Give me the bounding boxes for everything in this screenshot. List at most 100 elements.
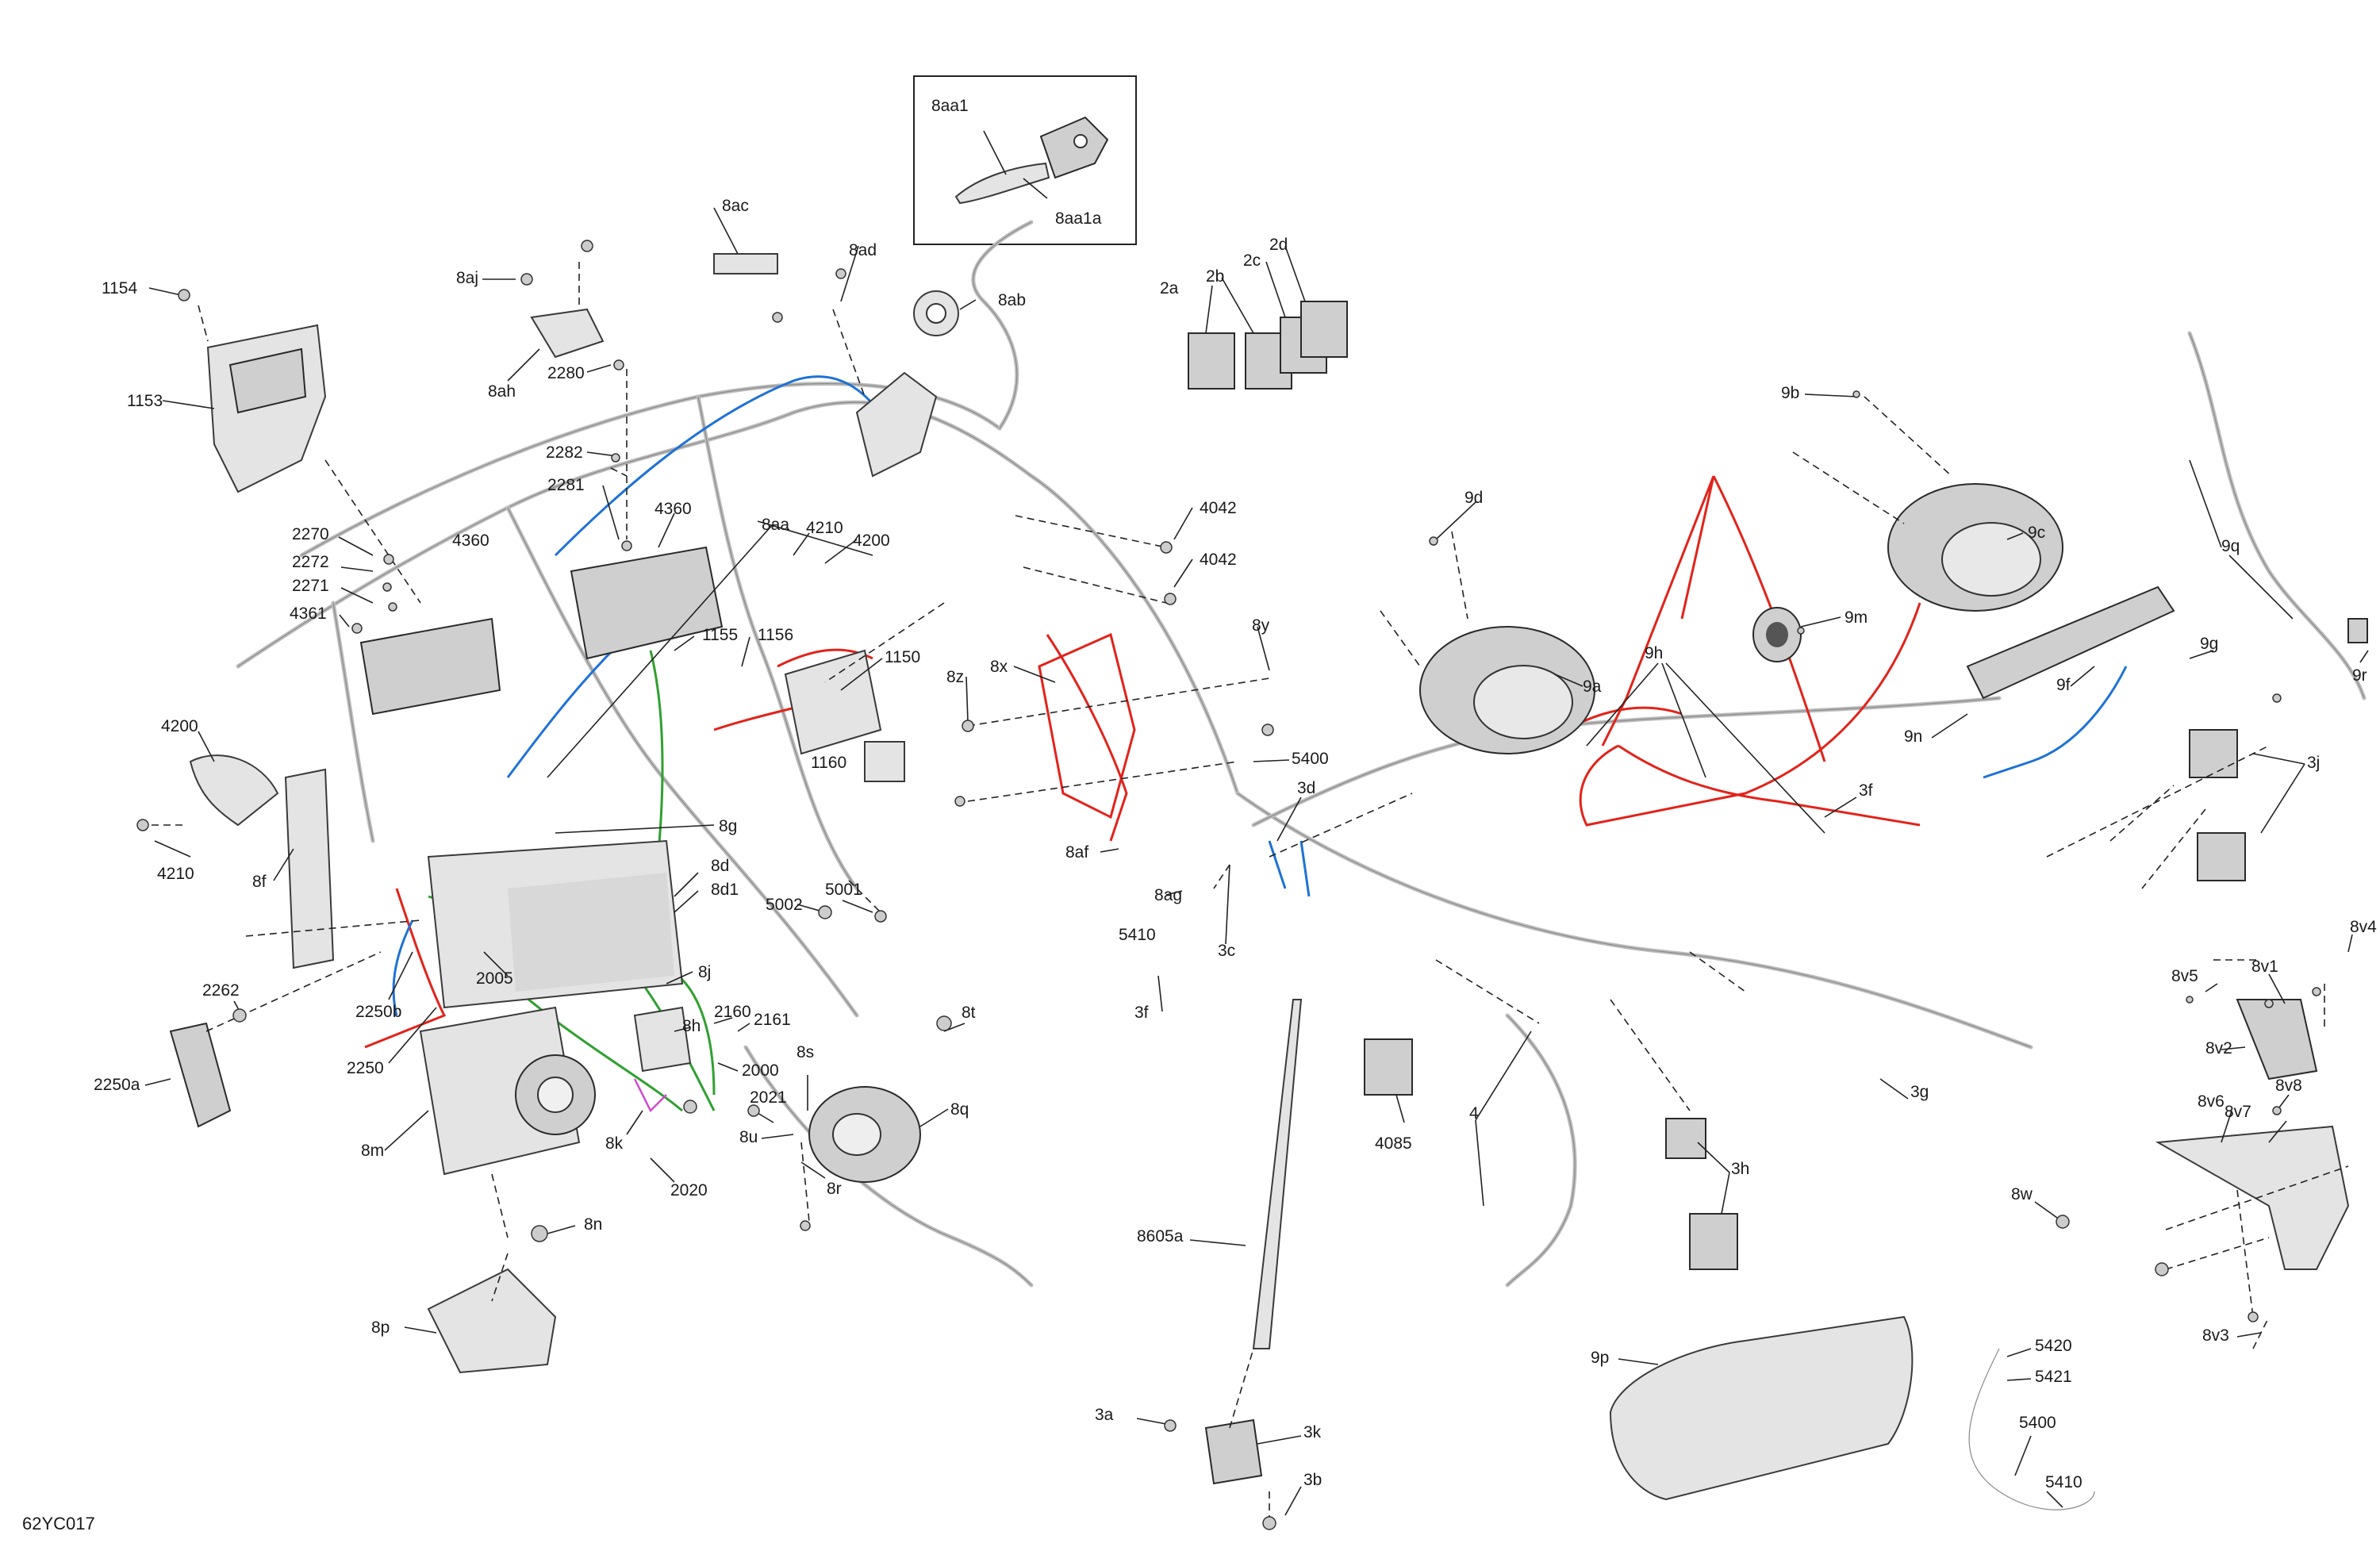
- label-1160: 1160: [811, 754, 846, 772]
- label-4360: 4360: [654, 500, 692, 518]
- label-2250: 2250: [347, 1059, 384, 1077]
- label-8d1: 8d1: [711, 881, 739, 899]
- mount-8p: [427, 1268, 557, 1374]
- label-9c: 9c: [2028, 524, 2045, 542]
- label-3d: 3d: [1297, 779, 1315, 797]
- label-2270: 2270: [292, 525, 329, 543]
- bracket-8v6: [2155, 1125, 2350, 1270]
- label-9h: 9h: [1645, 644, 1663, 662]
- label-1156: 1156: [758, 626, 793, 644]
- label-8j: 8j: [698, 963, 711, 981]
- label-3c: 3c: [1218, 942, 1235, 960]
- label-2250b: 2250b: [355, 1003, 401, 1021]
- key-icon: [954, 116, 1109, 205]
- label-8ag: 8ag: [1154, 886, 1182, 904]
- label-9b: 9b: [1781, 384, 1799, 402]
- connector-3j: [2189, 729, 2238, 778]
- label-9m: 9m: [1844, 608, 1868, 627]
- label-2021: 2021: [750, 1088, 787, 1107]
- label-9n: 9n: [1904, 727, 1922, 746]
- diagram-code: 62YC017: [22, 1514, 95, 1533]
- label-8605a: 8605a: [1137, 1227, 1184, 1246]
- label-8v8: 8v8: [2275, 1077, 2302, 1095]
- label-5420: 5420: [2035, 1337, 2072, 1355]
- label-8aj: 8aj: [456, 269, 478, 287]
- label-8v7: 8v7: [2225, 1103, 2251, 1121]
- label-8q: 8q: [950, 1100, 969, 1119]
- cap-8ab: [913, 290, 959, 336]
- label-8f: 8f: [252, 873, 267, 891]
- label-3h: 3h: [1731, 1160, 1749, 1178]
- label-5001: 5001: [825, 881, 862, 899]
- socket-9m: [1752, 607, 1802, 662]
- fasteners: [136, 240, 2321, 1530]
- antenna-8605a: [1252, 999, 1303, 1349]
- label-9p: 9p: [1591, 1349, 1609, 1367]
- alignment-lines: [143, 262, 2349, 1523]
- label-9f: 9f: [2056, 676, 2071, 694]
- label-8aa1: 8aa1: [931, 97, 969, 115]
- horn-8q: [808, 1086, 921, 1183]
- connector-3h: [1665, 1118, 1706, 1159]
- label-8ad: 8ad: [849, 241, 877, 259]
- label-8v1: 8v1: [2251, 958, 2278, 976]
- label-5400: 5400: [1292, 750, 1329, 768]
- label-2280: 2280: [547, 364, 585, 382]
- pad-1160: [864, 741, 905, 782]
- label-8d: 8d: [711, 857, 729, 875]
- battery-8d: [427, 839, 684, 1009]
- label-8v5: 8v5: [2171, 967, 2198, 985]
- label-4042: 4042: [1200, 499, 1237, 517]
- label-8r: 8r: [827, 1180, 842, 1198]
- label-8af: 8af: [1065, 843, 1088, 862]
- label-2272: 2272: [292, 553, 329, 571]
- label-8p: 8p: [371, 1318, 390, 1337]
- connector-3j-2: [2197, 832, 2246, 881]
- label-2281: 2281: [547, 476, 585, 494]
- display-9p: [1609, 1315, 1914, 1501]
- box-8x: [1038, 632, 1136, 819]
- label-8w: 8w: [2011, 1185, 2033, 1203]
- guard-4200: [189, 754, 279, 827]
- label-8z: 8z: [946, 668, 964, 686]
- label-9d: 9d: [1464, 489, 1483, 507]
- label-2000: 2000: [742, 1061, 779, 1080]
- switch-2d: [1300, 301, 1348, 358]
- label-3g: 3g: [1910, 1083, 1929, 1101]
- label-4200: 4200: [161, 717, 198, 735]
- label-8s: 8s: [797, 1043, 814, 1061]
- bracket-2250a: [169, 1022, 232, 1128]
- speaker-9c: [1887, 483, 2063, 612]
- label-4200: 4200: [853, 532, 890, 550]
- module-4360-right: [359, 617, 501, 716]
- label-8ah: 8ah: [488, 382, 516, 401]
- label-2271: 2271: [292, 577, 329, 595]
- label-3b: 3b: [1303, 1471, 1322, 1489]
- label-1153: 1153: [127, 392, 163, 410]
- label-4210: 4210: [806, 519, 843, 537]
- label-8u: 8u: [739, 1128, 758, 1146]
- label-2020: 2020: [670, 1181, 708, 1199]
- bracket-8ah: [530, 308, 605, 359]
- module-4360-left: [570, 546, 724, 660]
- label-3f: 3f: [1859, 781, 1873, 800]
- label-8aa1a: 8aa1a: [1055, 209, 1102, 228]
- ignition-switch-8aa: [855, 371, 938, 478]
- label-8y: 8y: [1252, 616, 1270, 635]
- label-3a: 3a: [1095, 1406, 1114, 1424]
- relay-8h: [633, 1006, 692, 1073]
- strap-8f: [284, 768, 335, 969]
- label-3f: 3f: [1134, 1004, 1149, 1022]
- switch-2a: [1188, 332, 1235, 390]
- label-4361: 4361: [290, 605, 327, 623]
- label-4042: 4042: [1200, 551, 1237, 569]
- label-9a: 9a: [1583, 677, 1602, 696]
- label-2c: 2c: [1243, 251, 1261, 270]
- label-9r: 9r: [2352, 666, 2367, 685]
- label-8h: 8h: [682, 1017, 701, 1035]
- label-8v2: 8v2: [2205, 1039, 2232, 1057]
- label-8v6: 8v6: [2198, 1092, 2225, 1111]
- key-inset-box: [913, 75, 1137, 245]
- label-9g: 9g: [2200, 635, 2218, 653]
